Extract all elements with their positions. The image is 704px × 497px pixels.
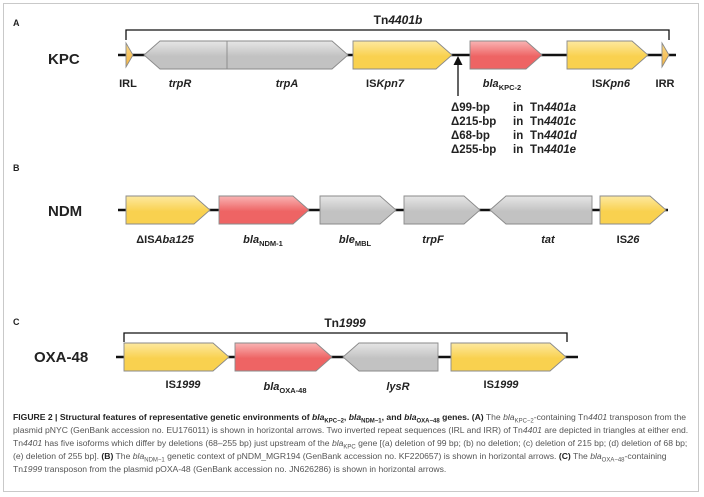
blaNDM1-arrow xyxy=(218,195,310,225)
blaOXA48-arrow xyxy=(234,342,333,372)
label-blaKPC2: blaKPC-2 xyxy=(483,78,521,92)
trpA-arrow xyxy=(226,40,349,70)
kpc-labels: IRL trpR trpA ISKpn7 blaKPC-2 ISKpn6 IRR xyxy=(119,78,674,92)
panel-a: A KPC Tn4401b IRL trpR trpA ISKpn7 blaKP… xyxy=(13,13,676,156)
label-blaNDM1: blaNDM-1 xyxy=(243,234,283,248)
label-IS1999-right: IS1999 xyxy=(484,379,520,391)
blaKPC2-arrow xyxy=(469,40,543,70)
deletion-row: Δ68-bp in Tn4401d xyxy=(451,130,578,142)
panel-b-name: NDM xyxy=(48,203,82,220)
tn1999-bracket: Tn1999 xyxy=(123,316,568,342)
tn1999-label: Tn1999 xyxy=(324,316,366,330)
label-ISAba125: ΔISAba125 xyxy=(136,234,194,246)
deletion-list: Δ99-bp in Tn4401a Δ215-bp in Tn4401c Δ68… xyxy=(451,102,578,156)
tn4401b-bracket: Tn4401b xyxy=(125,13,670,40)
caption-body: (A) The blaKPC−2-containing Tn4401 trans… xyxy=(13,412,689,474)
IS26-arrow xyxy=(599,195,667,225)
label-tat: tat xyxy=(541,234,556,246)
label-IRL: IRL xyxy=(119,78,137,90)
panel-c: C OXA-48 Tn1999 IS1999 blaOXA-48 lysR IS… xyxy=(13,316,578,395)
label-IRR: IRR xyxy=(656,78,675,90)
label-IS26: IS26 xyxy=(617,234,641,246)
label-trpA: trpA xyxy=(276,78,299,90)
ISAba125-arrow xyxy=(125,195,211,225)
deletion-row: Δ215-bp in Tn4401c xyxy=(451,116,577,128)
panel-a-letter: A xyxy=(13,18,20,28)
oxa-labels: IS1999 blaOXA-48 lysR IS1999 xyxy=(166,379,520,395)
panel-c-letter: C xyxy=(13,317,20,327)
label-ISKpn7: ISKpn7 xyxy=(366,78,405,90)
bleMBL-arrow xyxy=(319,195,397,225)
trpF-arrow xyxy=(403,195,481,225)
irr-triangle xyxy=(661,41,670,69)
figure-caption: FIGURE 2 | Structural features of repres… xyxy=(13,411,689,476)
lysR-arrow xyxy=(342,342,439,372)
deletion-pointer xyxy=(453,56,463,96)
irl-triangle xyxy=(125,41,134,69)
caption-figure-label: FIGURE 2 | xyxy=(13,412,58,422)
label-lysR: lysR xyxy=(386,381,409,393)
label-IS1999-left: IS1999 xyxy=(166,379,202,391)
label-ISKpn6: ISKpn6 xyxy=(592,78,631,90)
panel-b: B NDM ΔISAba125 blaNDM-1 bleMBL trpF tat… xyxy=(13,163,668,248)
label-trpF: trpF xyxy=(422,234,444,246)
caption-title: Structural features of representative ge… xyxy=(59,412,470,425)
label-bleMBL: bleMBL xyxy=(339,234,372,248)
deletion-row: Δ255-bp in Tn4401e xyxy=(451,144,577,156)
IS1999-left-arrow xyxy=(123,342,230,372)
ISKpn6-arrow xyxy=(566,40,649,70)
label-trpR: trpR xyxy=(169,78,192,90)
panel-a-name: KPC xyxy=(48,51,80,68)
label-blaOXA48: blaOXA-48 xyxy=(264,381,307,395)
panel-b-letter: B xyxy=(13,163,20,173)
tn4401b-label: Tn4401b xyxy=(374,13,423,27)
ndm-labels: ΔISAba125 blaNDM-1 bleMBL trpF tat IS26 xyxy=(136,234,640,248)
tat-arrow xyxy=(489,195,593,225)
IS1999-right-arrow xyxy=(450,342,567,372)
panel-c-name: OXA-48 xyxy=(34,349,88,366)
genetic-environment-figure: A KPC Tn4401b IRL trpR trpA ISKpn7 blaKP… xyxy=(13,13,676,395)
figure-frame xyxy=(3,3,699,492)
ISKpn7-arrow xyxy=(352,40,453,70)
deletion-row: Δ99-bp in Tn4401a xyxy=(451,102,577,114)
